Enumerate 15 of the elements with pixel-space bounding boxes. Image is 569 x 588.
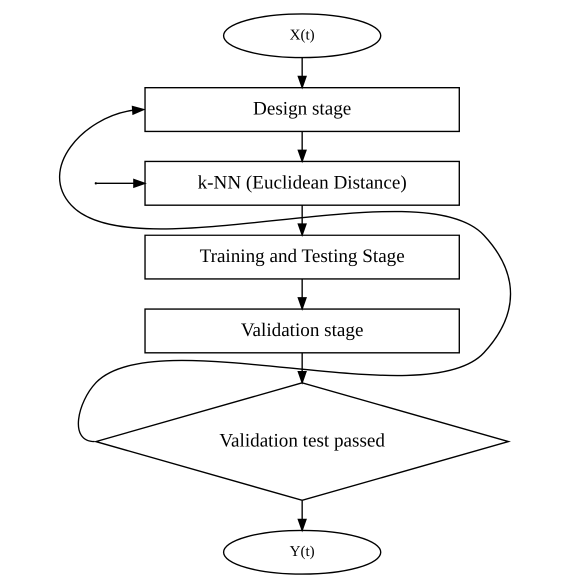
node-box: Design stage	[144, 87, 460, 132]
node-box: k-NN (Euclidean Distance)	[144, 160, 460, 206]
arrow	[296, 131, 306, 164]
arrow	[296, 205, 306, 238]
node-box: Training and Testing Stage	[144, 234, 460, 280]
node-diamond: Validation test passed	[92, 382, 510, 502]
node-box: Validation stage	[144, 308, 460, 354]
arrow	[296, 58, 306, 90]
arrow	[296, 279, 306, 311]
arrow	[296, 500, 306, 532]
arrow	[96, 178, 146, 188]
arrow	[296, 353, 306, 385]
node-ellipse: X(t)	[222, 13, 381, 58]
arrow	[58, 106, 511, 442]
node-ellipse: Y(t)	[222, 530, 381, 575]
